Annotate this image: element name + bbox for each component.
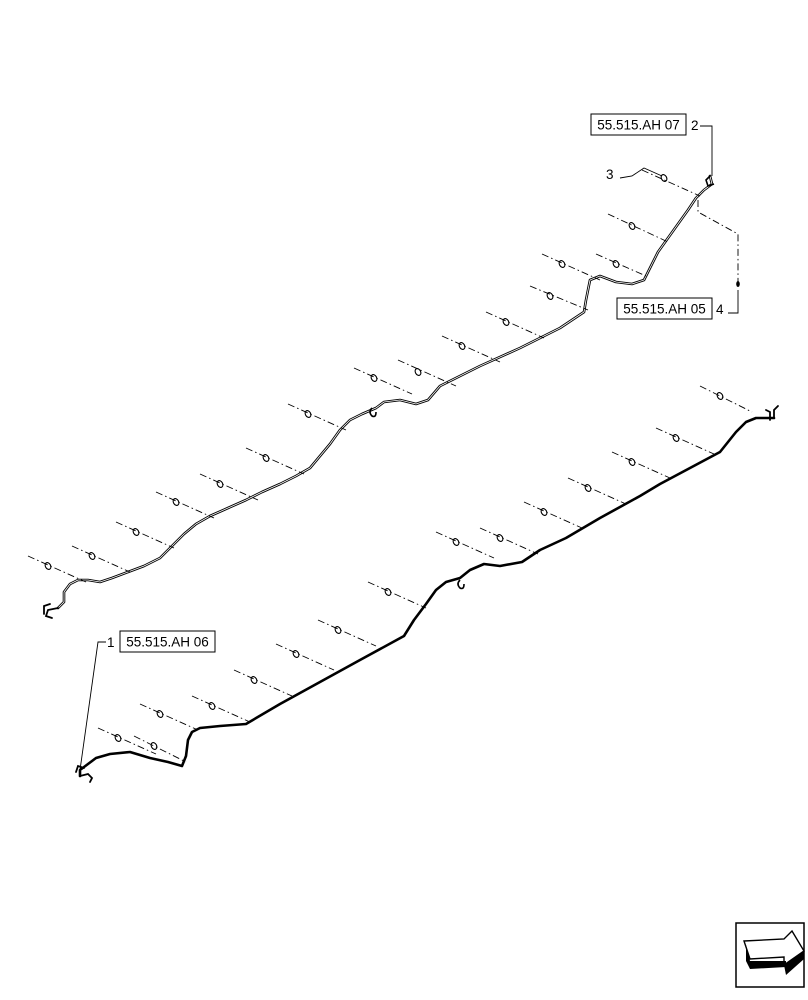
hose-clip-icon bbox=[612, 260, 620, 268]
hose-clip-icon bbox=[496, 534, 504, 542]
ref-label-07: 55.515.AH 07 bbox=[597, 118, 680, 133]
hose-clip-icon bbox=[457, 579, 465, 590]
callout-2: 2 bbox=[691, 118, 699, 133]
upper-line-end-fitting bbox=[43, 603, 59, 619]
hose-clip-icon bbox=[150, 742, 158, 750]
hose-clip-icon bbox=[114, 734, 122, 742]
hose-clip-icon bbox=[546, 292, 554, 300]
ref-box-05[interactable]: 55.515.AH 05 bbox=[616, 297, 713, 320]
hose-clip-icon bbox=[672, 434, 680, 442]
next-page-arrow-icon[interactable] bbox=[735, 922, 805, 988]
ref-label-06: 55.515.AH 06 bbox=[126, 635, 209, 650]
hose-clip-icon bbox=[334, 626, 342, 634]
upper-hydraulic-line-inner bbox=[57, 175, 713, 609]
lower-line-end-fitting bbox=[75, 764, 94, 783]
upper-line-start-fitting bbox=[705, 175, 715, 188]
lower-clips bbox=[114, 392, 724, 750]
hose-clip-icon bbox=[370, 374, 378, 382]
hose-clip-icon bbox=[628, 458, 636, 466]
hose-clip-icon bbox=[262, 454, 270, 462]
leader-line-2 bbox=[700, 125, 713, 176]
leader-line-3 bbox=[619, 167, 663, 179]
hose-clip-icon bbox=[292, 650, 300, 658]
hose-clip-icon bbox=[584, 484, 592, 492]
callout-1: 1 bbox=[107, 635, 115, 650]
hose-clip-icon bbox=[628, 222, 636, 230]
callout-4: 4 bbox=[716, 302, 724, 317]
hose-clip-icon bbox=[369, 407, 377, 418]
lower-center-lines bbox=[97, 385, 753, 763]
upper-hydraulic-line bbox=[56, 174, 714, 610]
hose-clip-icon bbox=[216, 480, 224, 488]
callout-3: 3 bbox=[606, 167, 614, 182]
hose-clip-icon bbox=[502, 318, 510, 326]
item-4-connector bbox=[697, 200, 739, 284]
hose-clip-icon bbox=[414, 368, 422, 376]
leader-line-4 bbox=[728, 290, 739, 314]
hose-clip-icon bbox=[458, 342, 466, 350]
hose-clip-icon bbox=[250, 676, 258, 684]
hose-clip-icon bbox=[208, 702, 216, 710]
upper-clips bbox=[44, 174, 668, 570]
hose-clip-icon bbox=[172, 498, 180, 506]
lower-line-start-fitting bbox=[765, 405, 779, 421]
ref-box-07[interactable]: 55.515.AH 07 bbox=[590, 113, 687, 136]
hose-clip-icon bbox=[88, 552, 96, 560]
hose-clip-icon bbox=[540, 508, 548, 516]
hose-clip-icon bbox=[44, 562, 52, 570]
hose-clip-icon bbox=[716, 392, 724, 400]
ref-box-06[interactable]: 55.515.AH 06 bbox=[119, 630, 216, 653]
hose-clip-icon bbox=[132, 528, 140, 536]
hose-clip-icon bbox=[452, 538, 460, 546]
hose-clip-icon bbox=[304, 410, 312, 418]
hose-clip-icon bbox=[558, 260, 566, 268]
ref-label-05: 55.515.AH 05 bbox=[623, 302, 706, 317]
upper-center-lines bbox=[27, 169, 701, 583]
leader-line-1 bbox=[79, 641, 106, 771]
hose-clip-icon bbox=[384, 588, 392, 596]
hose-clip-icon bbox=[156, 710, 164, 718]
lower-hydraulic-line bbox=[78, 416, 776, 778]
item-4-fitting bbox=[736, 281, 740, 287]
hose-clip-icon bbox=[660, 174, 668, 182]
